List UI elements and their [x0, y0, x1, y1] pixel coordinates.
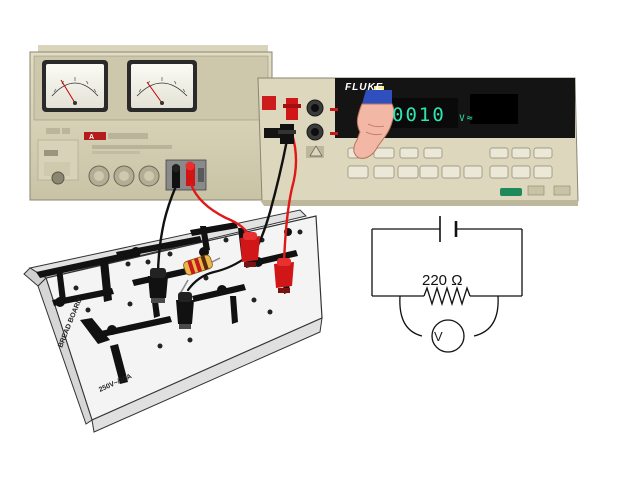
meter-buttons: [347, 147, 553, 179]
breadboard: BREAD BOARD 250V~/10A: [23, 209, 323, 433]
brand-logo: [84, 132, 106, 140]
resistor-value-label: 220 Ω: [422, 272, 463, 289]
multimeter: [257, 77, 579, 206]
red-output-terminal: [185, 161, 195, 186]
black-wire-supply: [156, 184, 178, 278]
hand-pressing-button: [353, 90, 395, 159]
green-button: [500, 188, 522, 196]
circuit-schematic: [371, 216, 523, 353]
battery-symbol: [439, 216, 458, 242]
meter-reading-symbol: ≈: [466, 113, 475, 124]
meter-reading-unit: V: [459, 114, 467, 124]
resistor-symbol: [423, 285, 471, 307]
black-plug-2: [176, 292, 194, 329]
black-plug-1: [148, 268, 168, 303]
meter-red-probe: [283, 98, 301, 120]
resistor-component: [179, 254, 221, 295]
black-output-terminal: [172, 164, 180, 188]
current-meter-dial: [127, 60, 197, 112]
meter-brand: FLUKE: [345, 82, 384, 93]
power-indicator: [262, 96, 276, 110]
meter-black-probe: [278, 124, 296, 144]
control-knobs: [51, 165, 160, 187]
breadboard-strips: [36, 222, 298, 384]
voltage-meter-dial: [42, 60, 108, 112]
meter-reading: 0010 V≈: [392, 104, 475, 126]
breadboard-holes: [73, 229, 303, 349]
secondary-display: [470, 94, 518, 124]
meter-reading-value: 0010: [392, 104, 446, 126]
red-wire-supply: [189, 182, 252, 240]
power-supply: A: [29, 45, 273, 201]
red-wire-meter: [282, 132, 298, 264]
red-plug-1: [240, 232, 260, 267]
jumper-wire: [186, 254, 250, 292]
input-jacks: [306, 99, 338, 158]
voltmeter-symbol: [431, 319, 465, 353]
red-plug-2: [274, 258, 294, 293]
brand-logo-mark: A: [89, 134, 94, 141]
voltmeter-label: V: [434, 329, 443, 344]
